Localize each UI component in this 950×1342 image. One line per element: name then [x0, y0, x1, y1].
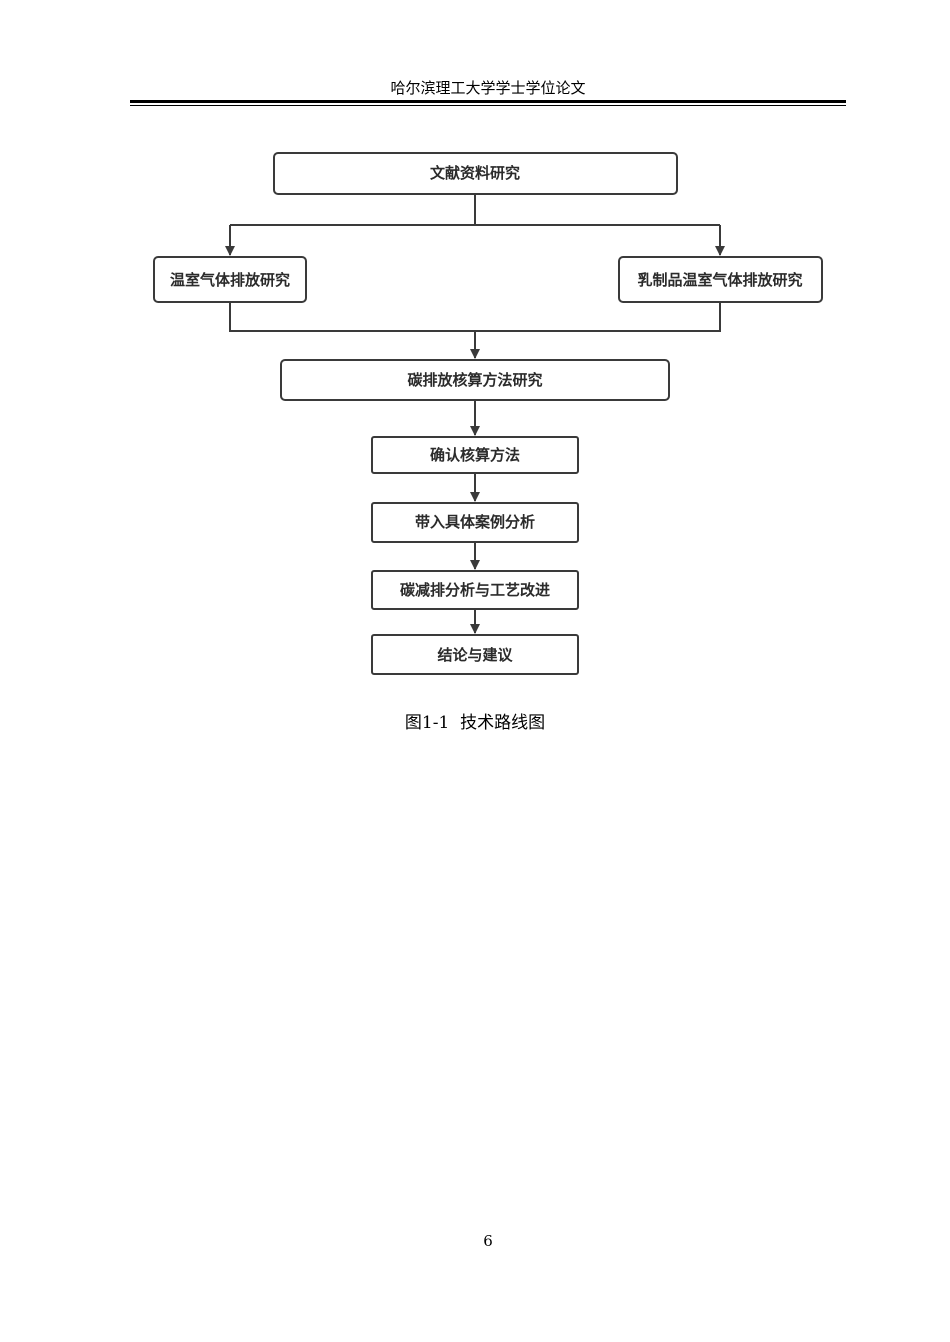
connector-dairy-merge	[475, 302, 721, 332]
figure-label: 图1-1	[404, 713, 450, 733]
header-rule-thick	[130, 100, 846, 103]
node-literature-label: 文献资料研究	[430, 164, 520, 182]
node-confirm-method-label: 确认核算方法	[430, 446, 520, 464]
connector-literature-split	[230, 194, 476, 226]
node-case-study-label: 带入具体案例分析	[415, 513, 535, 531]
node-dairy-ghg-label: 乳制品温室气体排放研究	[637, 271, 802, 289]
figure-title: 技术路线图	[460, 713, 546, 733]
node-conclusion-box	[371, 634, 579, 675]
connector-ghg-merge	[229, 302, 475, 332]
node-carbon-accounting-box	[280, 359, 670, 401]
node-reduction-box	[371, 570, 579, 610]
node-confirm-method-box	[371, 436, 579, 474]
technical-roadmap-flowchart: 文献资料研究 温室气体排放研究 乳制品温室气体排放研究 碳排放核算方法研究 确认…	[153, 152, 823, 675]
header-rule-thin	[130, 105, 846, 106]
node-carbon-accounting-label: 碳排放核算方法研究	[407, 371, 542, 389]
page-header: 哈尔滨理工大学学士学位论文	[390, 79, 586, 97]
node-case-study-box	[371, 502, 579, 543]
node-reduction-label: 碳减排分析与工艺改进	[400, 581, 550, 599]
node-ghg-box	[153, 256, 307, 303]
page-number: 6	[483, 1232, 493, 1250]
node-conclusion-label: 结论与建议	[437, 646, 513, 664]
node-literature-box	[273, 152, 678, 195]
node-dairy-ghg-box	[618, 256, 823, 303]
figure-caption: 图1-1 技术路线图	[0, 710, 950, 736]
node-ghg-label: 温室气体排放研究	[170, 271, 290, 289]
